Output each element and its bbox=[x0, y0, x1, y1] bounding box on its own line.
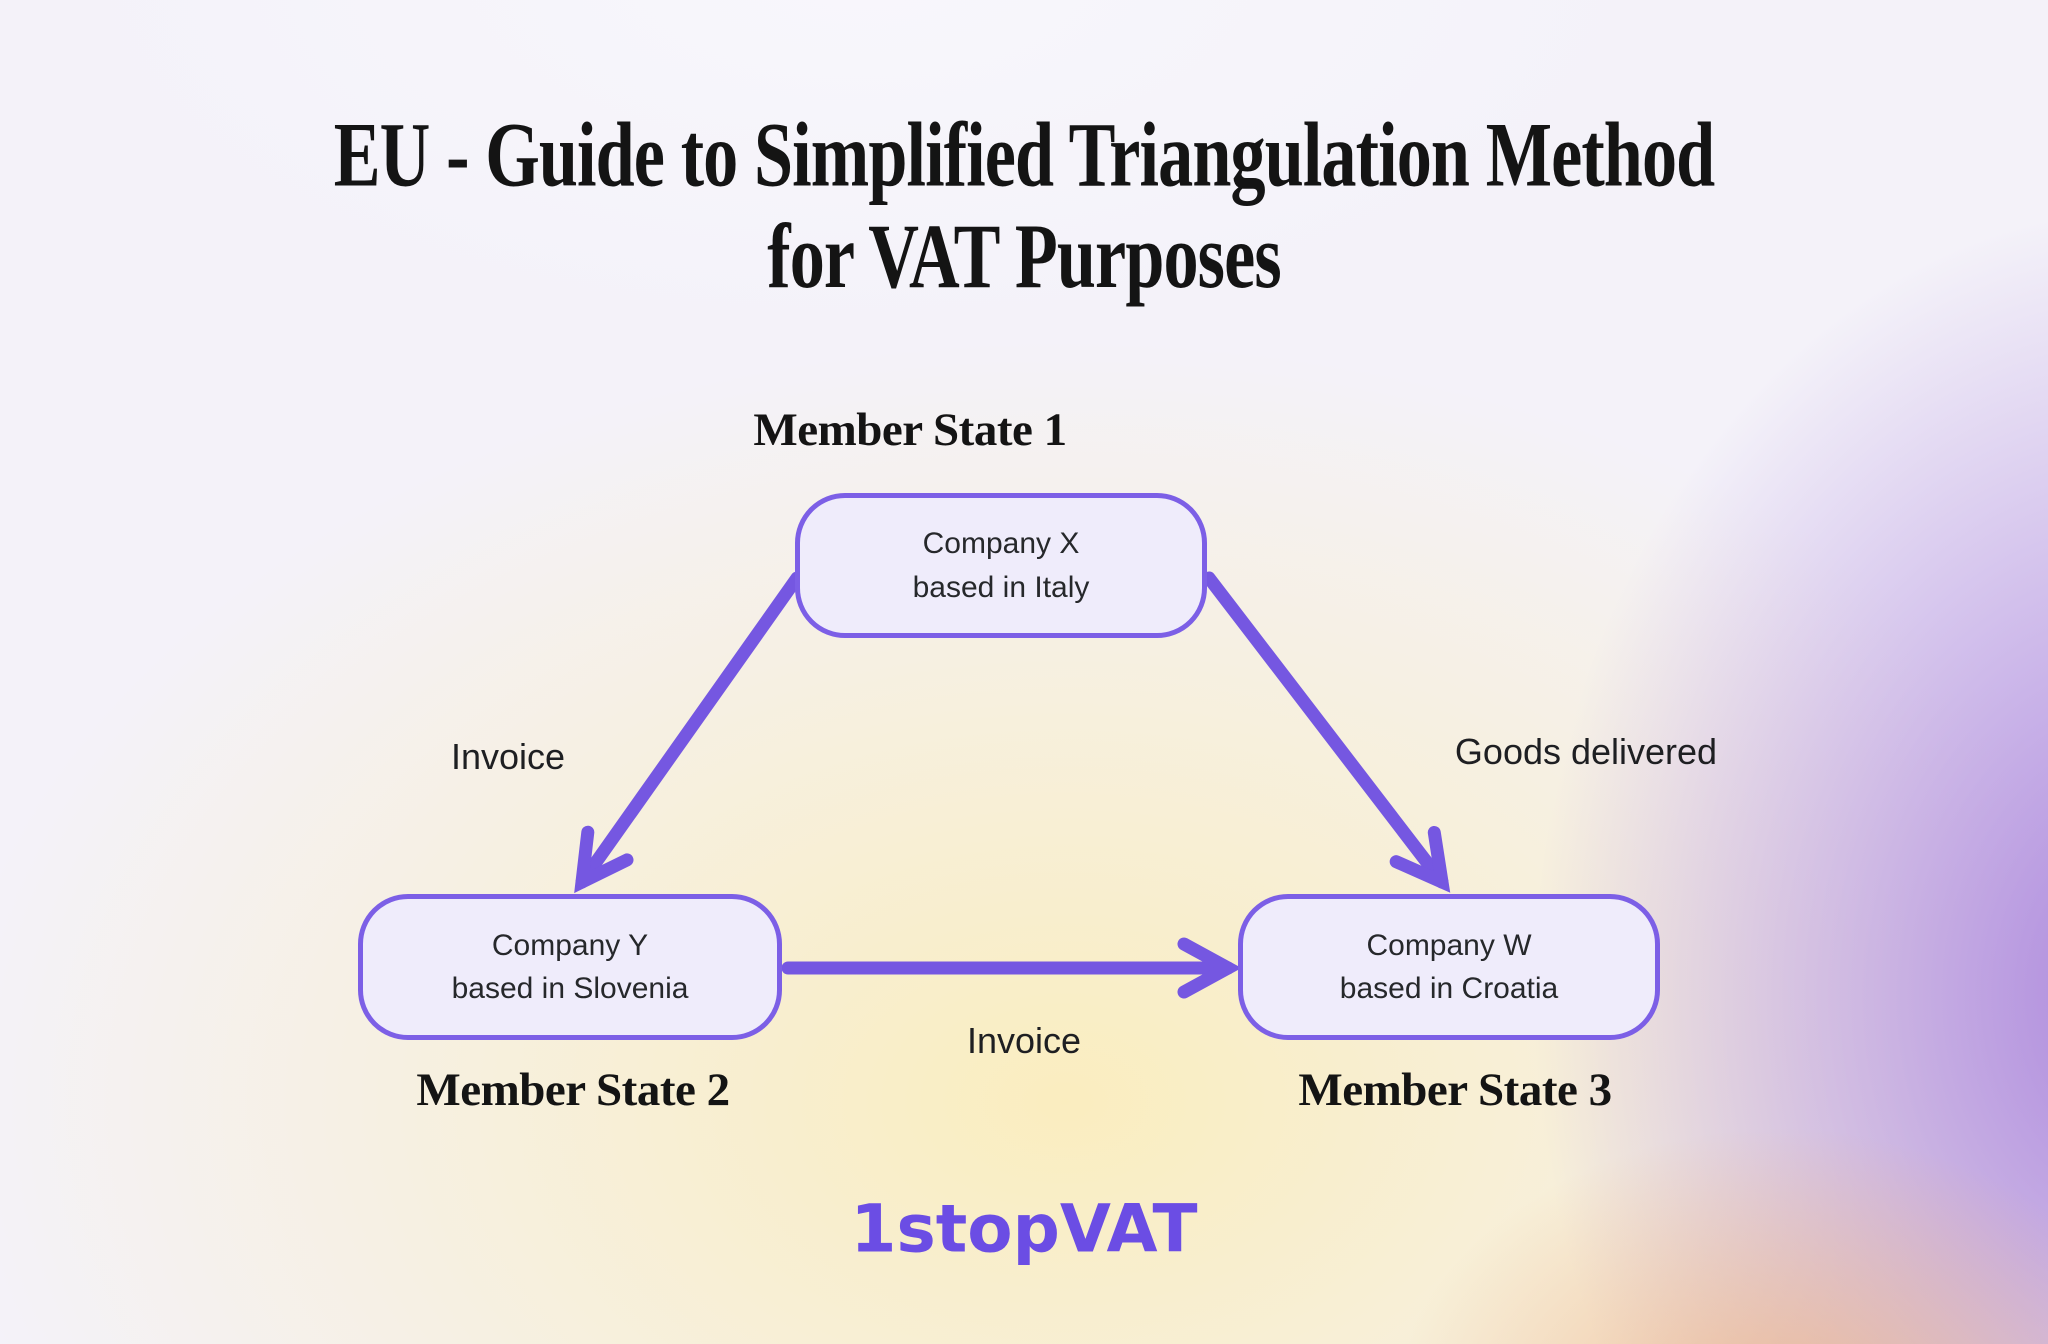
arrow-invoice-x-to-y bbox=[574, 571, 804, 894]
company-x-name: Company X bbox=[922, 527, 1080, 560]
company-y-name: Company Y bbox=[491, 928, 649, 962]
company-y-location: based in Slovenia bbox=[451, 972, 689, 1005]
member-state-2-label: Member State 2 bbox=[416, 1064, 730, 1116]
brand-logo: 1stopVAT bbox=[850, 1190, 1198, 1268]
page-title-line2: for VAT Purposes bbox=[767, 204, 1281, 307]
company-w-name: Company W bbox=[1366, 928, 1532, 962]
member-state-3-label: Member State 3 bbox=[1298, 1064, 1612, 1116]
page-title-line1: EU - Guide to Simplified Triangulation M… bbox=[333, 102, 1715, 206]
company-w-node: Company W based in Croatia bbox=[1238, 894, 1660, 1040]
edge-label-goods-delivered: Goods delivered bbox=[1454, 731, 1718, 772]
member-state-1-label: Member State 1 bbox=[753, 404, 1067, 456]
company-x-node: Company X based in Italy bbox=[795, 493, 1207, 638]
edge-label-invoice-left: Invoice bbox=[450, 736, 566, 777]
company-y-node: Company Y based in Slovenia bbox=[358, 894, 782, 1040]
edge-label-invoice-bottom: Invoice bbox=[966, 1020, 1082, 1061]
company-x-location: based in Italy bbox=[912, 570, 1090, 604]
page-title: EU - Guide to Simplified Triangulation M… bbox=[102, 104, 1945, 306]
arrow-goods-x-to-w bbox=[1202, 571, 1451, 893]
company-w-location: based in Croatia bbox=[1339, 972, 1559, 1005]
